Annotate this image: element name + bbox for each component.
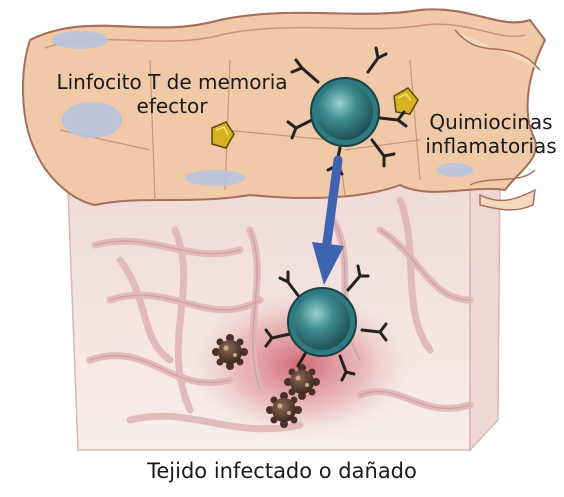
- memory-t-cell-label-line2: efector: [36, 94, 308, 118]
- chemokines-label-line2: inflamatorias: [418, 134, 564, 158]
- chemokines-label: Quimiocinas inflamatorias: [418, 110, 564, 158]
- chemokines-label-line1: Quimiocinas: [418, 110, 564, 134]
- memory-t-cell-label-line1: Linfocito T de memoria: [36, 70, 308, 94]
- nucleus: [437, 163, 473, 177]
- nucleus: [185, 170, 245, 186]
- tissue-label: Tejido infectado o dañado: [0, 459, 564, 483]
- nucleus: [52, 31, 108, 49]
- memory-t-cell-label: Linfocito T de memoria efector: [36, 70, 308, 118]
